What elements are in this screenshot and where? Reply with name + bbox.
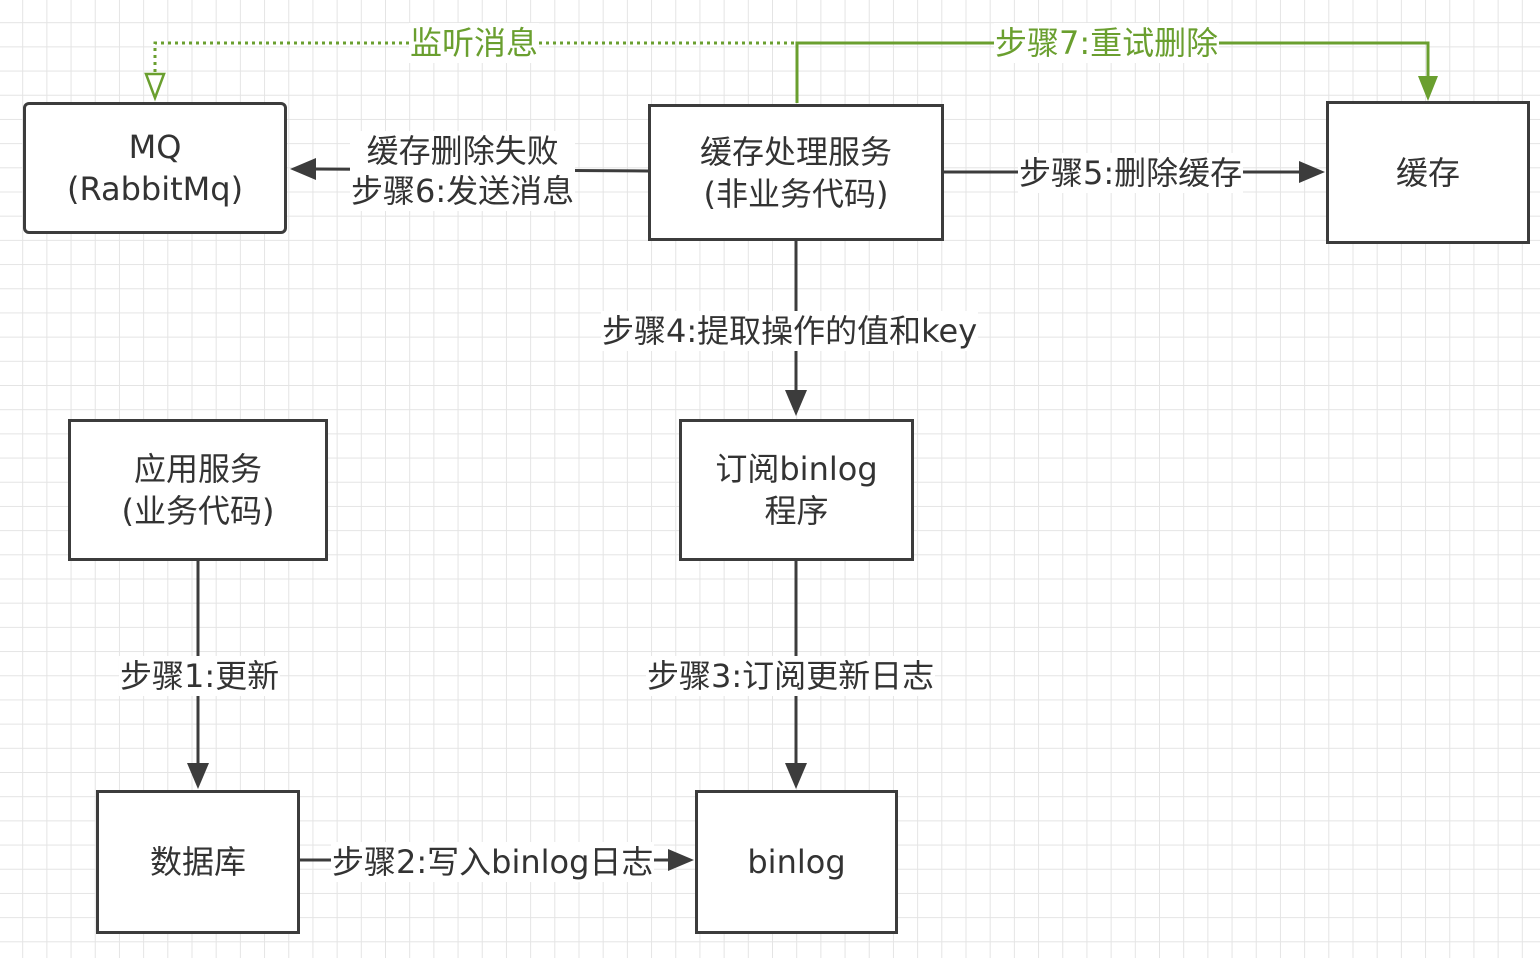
app-service-node[interactable]: 应用服务 (业务代码) [68, 419, 328, 561]
database-node[interactable]: 数据库 [96, 790, 300, 934]
edge-label-step6-action: 步骤6:发送消息 [351, 172, 575, 210]
edge-label-step3: 步骤3:订阅更新日志 [646, 656, 936, 696]
cache-service-node[interactable]: 缓存处理服务 (非业务代码) [648, 104, 944, 241]
cache-service-title: 缓存处理服务 [699, 132, 892, 171]
edge-label-step7: 步骤7:重试删除 [994, 23, 1220, 63]
cache-node-title: 缓存 [1395, 153, 1460, 192]
app-service-title: 应用服务 [133, 450, 262, 488]
edge-label-step6-reason: 缓存删除失败 [366, 132, 559, 170]
cache-node[interactable]: 缓存 [1326, 101, 1530, 244]
edge-label-step4: 步骤4:提取操作的值和key [601, 311, 979, 351]
edge-label-listen: 监听消息 [409, 23, 540, 63]
database-node-title: 数据库 [149, 843, 246, 881]
mq-node-title: MQ [128, 128, 182, 166]
binlog-subscriber-title: 订阅binlog [715, 450, 878, 488]
binlog-subscriber-node[interactable]: 订阅binlog 程序 [679, 419, 914, 561]
mq-node-subtitle: (RabbitMq) [66, 170, 244, 208]
binlog-subscriber-subtitle: 程序 [764, 492, 829, 530]
cache-service-subtitle: (非业务代码) [703, 174, 889, 213]
app-service-subtitle: (业务代码) [121, 492, 275, 530]
edge-label-step1: 步骤1:更新 [119, 656, 281, 696]
edge-label-step6: 缓存删除失败 步骤6:发送消息 [350, 131, 576, 211]
edge-label-step2: 步骤2:写入binlog日志 [331, 842, 655, 882]
edge-label-step5: 步骤5:删除缓存 [1018, 153, 1244, 193]
binlog-node[interactable]: binlog [695, 790, 898, 934]
binlog-node-title: binlog [747, 843, 846, 881]
mq-node[interactable]: MQ (RabbitMq) [23, 102, 287, 234]
